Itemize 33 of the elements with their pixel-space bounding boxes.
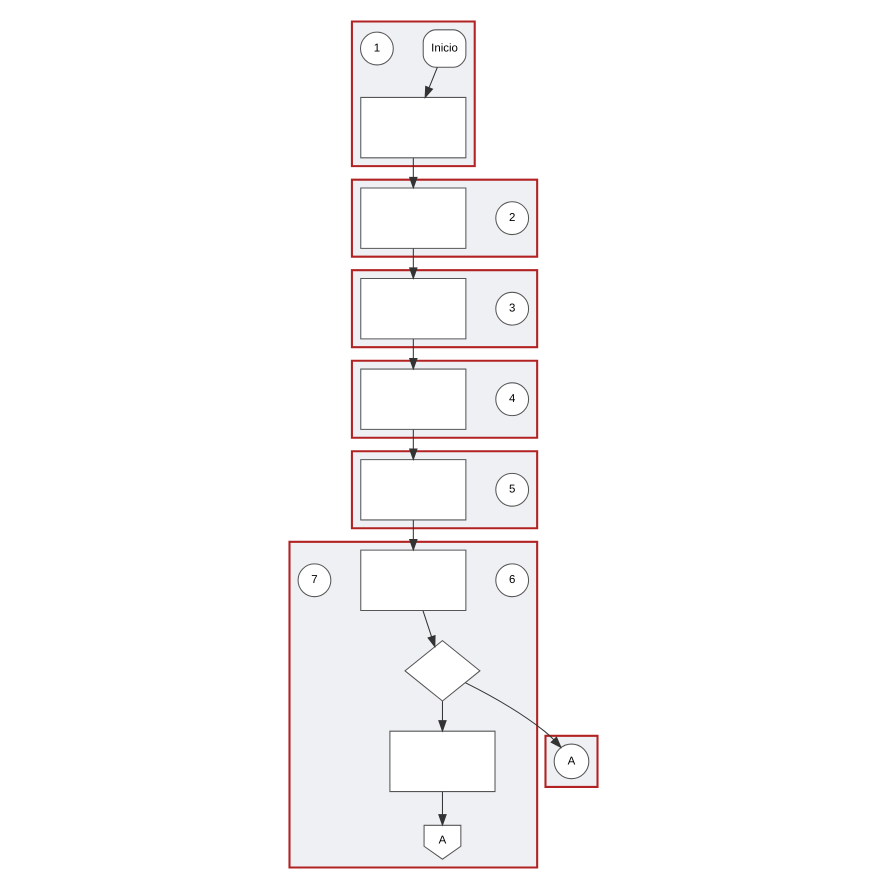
node-circle: 3 <box>495 291 530 326</box>
arrow <box>422 610 436 648</box>
cluster <box>350 268 538 348</box>
node-circle: A <box>554 743 590 779</box>
arrow <box>408 429 418 460</box>
cluster <box>288 540 538 868</box>
node-circle: 5 <box>495 472 530 506</box>
node-circle: 4 <box>495 382 530 416</box>
node-box <box>360 96 466 158</box>
cluster <box>350 450 538 529</box>
cluster <box>350 359 538 438</box>
arrow <box>408 338 418 370</box>
node-box <box>360 186 466 248</box>
node-box: Inicio <box>422 28 466 68</box>
node-box <box>360 368 466 430</box>
node-box <box>360 458 466 520</box>
arrow <box>465 682 562 748</box>
cluster <box>350 178 538 258</box>
arrow <box>408 158 418 189</box>
arrow <box>408 248 418 280</box>
arrow <box>424 66 438 98</box>
node-circle: 7 <box>298 562 332 597</box>
arrow <box>438 700 447 732</box>
node-circle: 2 <box>495 200 530 235</box>
node-circle: 1 <box>360 31 394 65</box>
node-box <box>389 730 496 792</box>
node-diamond <box>404 639 481 702</box>
node-box <box>360 549 466 610</box>
node-box <box>360 278 466 339</box>
arrow <box>438 791 447 826</box>
node-circle: 6 <box>495 562 530 597</box>
arrow <box>408 520 418 551</box>
cluster <box>350 20 476 167</box>
